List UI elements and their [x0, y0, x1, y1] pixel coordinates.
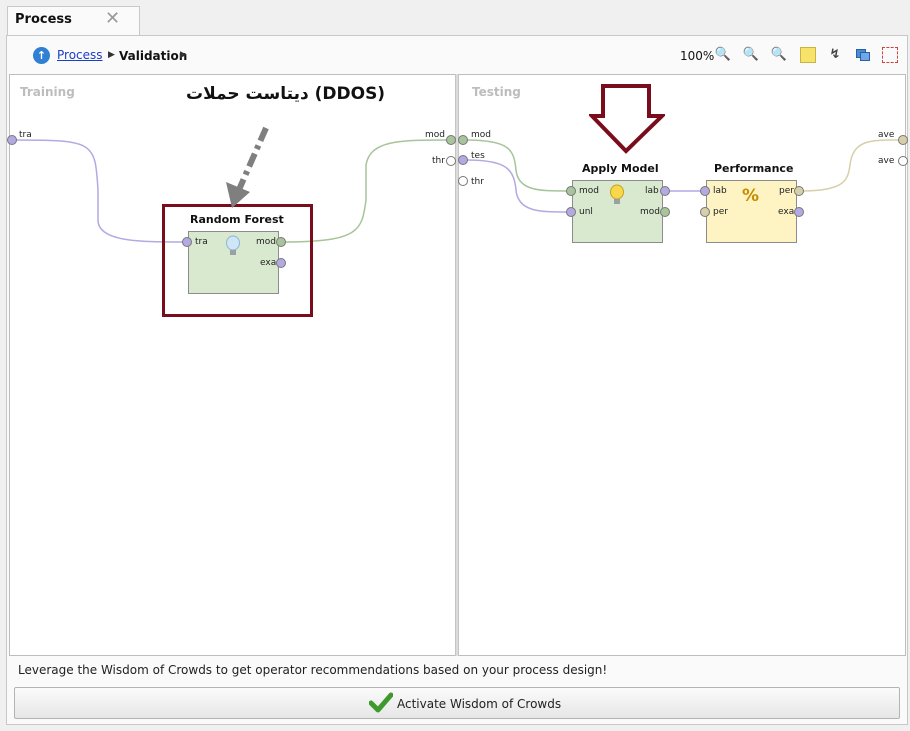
testing-output-port-label: ave	[878, 130, 895, 140]
random-forest-port-exa[interactable]	[276, 258, 286, 268]
up-arrow-icon[interactable]: ↑	[33, 47, 50, 64]
zoom-fit-icon[interactable]: 🔍	[714, 47, 732, 62]
highlight-box	[162, 204, 313, 317]
performance-port-per-in[interactable]	[700, 207, 710, 217]
dataset-annotation: ديتاست حملات (DDOS)	[186, 84, 386, 104]
port-label: per	[779, 186, 794, 196]
testing-input-port-thr[interactable]	[458, 176, 468, 186]
close-icon[interactable]: ✕	[105, 8, 121, 29]
breadcrumb-process-link[interactable]: Process	[57, 48, 103, 62]
training-input-port[interactable]	[7, 135, 17, 145]
training-input-port-label: tra	[19, 130, 32, 140]
port-label: per	[713, 207, 728, 217]
fit-to-screen-icon[interactable]	[882, 47, 898, 63]
performance-port-per-out[interactable]	[794, 186, 804, 196]
process-tab[interactable]	[7, 6, 140, 36]
testing-input-port-mod[interactable]	[458, 135, 468, 145]
breadcrumb-dropdown-icon[interactable]: ▶	[180, 50, 187, 60]
training-label: Training	[20, 85, 75, 99]
training-output-port-thr[interactable]	[446, 156, 456, 166]
testing-input-port-tes[interactable]	[458, 155, 468, 165]
apply-model-title: Apply Model	[582, 162, 659, 175]
performance-port-lab[interactable]	[700, 186, 710, 196]
zoom-level: 100%	[680, 49, 715, 63]
training-output-port-mod[interactable]	[446, 135, 456, 145]
port-label: mod	[640, 207, 660, 217]
testing-input-port-label: mod	[471, 130, 491, 140]
port-label: tra	[195, 237, 208, 247]
testing-output-port-ave-2[interactable]	[898, 156, 908, 166]
breadcrumb-separator-icon: ▶	[108, 50, 115, 60]
performance-operator[interactable]	[706, 180, 797, 243]
testing-label: Testing	[472, 85, 521, 99]
process-tab-title: Process	[15, 12, 72, 27]
port-label: unl	[579, 207, 593, 217]
testing-output-port-ave[interactable]	[898, 135, 908, 145]
apply-model-port-lab[interactable]	[660, 186, 670, 196]
random-forest-port-tra[interactable]	[182, 237, 192, 247]
activate-wisdom-button[interactable]	[14, 687, 900, 719]
testing-input-port-label: tes	[471, 151, 485, 161]
port-label: mod	[256, 237, 276, 247]
testing-input-port-label: thr	[471, 177, 484, 187]
training-output-port-label: mod	[425, 130, 445, 140]
port-label: exa	[260, 258, 277, 268]
apply-model-port-mod-out[interactable]	[660, 207, 670, 217]
random-forest-port-mod[interactable]	[276, 237, 286, 247]
wisdom-of-crowds-message: Leverage the Wisdom of Crowds to get ope…	[18, 663, 608, 677]
dashed-arrow-icon	[226, 126, 269, 208]
training-output-port-label: thr	[432, 156, 445, 166]
subprocess-divider[interactable]	[455, 74, 459, 656]
breadcrumb-current: Validation	[119, 49, 188, 63]
lightbulb-icon	[226, 235, 240, 255]
random-forest-title: Random Forest	[190, 213, 284, 226]
port-label: lab	[713, 186, 727, 196]
performance-title: Performance	[714, 162, 794, 175]
testing-output-port-label: ave	[878, 156, 895, 166]
zoom-out-icon[interactable]: 🔍	[770, 47, 788, 62]
lightbulb-icon	[610, 184, 624, 204]
arrange-icon[interactable]	[854, 46, 872, 64]
port-label: mod	[579, 186, 599, 196]
auto-wire-icon[interactable]: ↯	[829, 47, 841, 62]
down-arrow-icon	[589, 84, 665, 154]
performance-port-exa[interactable]	[794, 207, 804, 217]
port-label: exa	[778, 207, 795, 217]
apply-model-port-mod-in[interactable]	[566, 186, 576, 196]
apply-model-port-unl[interactable]	[566, 207, 576, 217]
checkmark-icon	[369, 692, 393, 713]
percent-icon: %	[742, 186, 760, 206]
zoom-in-icon[interactable]: 🔍	[742, 47, 760, 62]
add-note-icon[interactable]	[800, 47, 816, 63]
activate-wisdom-label: Activate Wisdom of Crowds	[397, 697, 562, 711]
port-label: lab	[645, 186, 659, 196]
